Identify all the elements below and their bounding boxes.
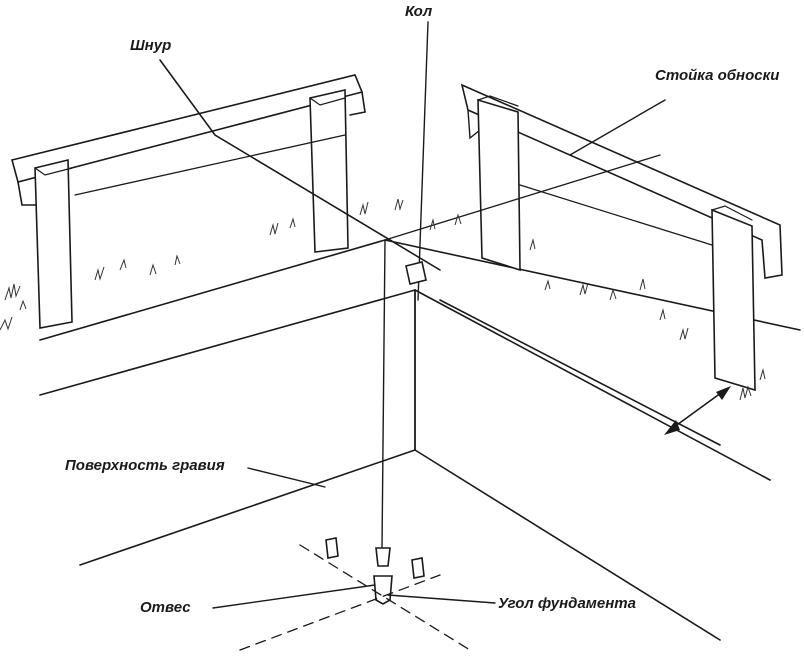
leader-lines [212, 99, 666, 609]
leader-batter-post [569, 99, 666, 156]
label-plumb: Отвес [140, 599, 191, 616]
label-batter-post: Стойка обноски [655, 67, 779, 84]
label-cord: Шнур [130, 37, 171, 54]
left-post-1-top [34, 167, 73, 176]
pit-bottom-left [79, 449, 416, 566]
leader-gravel-surface [247, 467, 326, 488]
cord-label-leader [159, 59, 441, 271]
corner-peg-right [411, 557, 425, 579]
left-crossbar-end [17, 181, 41, 206]
dashed-line-2 [239, 574, 441, 651]
plumb-line [381, 239, 386, 549]
stake-leader-line [417, 21, 429, 301]
right-batter-board [460, 83, 783, 392]
plumb-bob [373, 547, 393, 605]
left-batter-board [11, 74, 366, 329]
grass-tufts [0, 198, 766, 401]
label-foundation-corner: Угол фундамента [498, 595, 636, 612]
pit-bottom-right [414, 449, 721, 641]
pit-inner-right [439, 299, 721, 446]
cord-left-board [74, 134, 346, 196]
excavation-edges [39, 239, 801, 641]
leader-foundation-corner [387, 594, 496, 604]
right-post-1-top [477, 95, 519, 107]
left-post-1 [34, 158, 73, 329]
clearance-arrow [664, 386, 731, 435]
cord-right-board [519, 184, 713, 246]
label-stake: Кол [405, 3, 433, 20]
corner-peg-left [325, 537, 339, 559]
right-post-2-top [711, 205, 753, 221]
ground-edge-left [39, 239, 386, 341]
stake-marker [405, 261, 427, 285]
cord-cross [384, 154, 661, 241]
right-post-2 [711, 208, 756, 392]
leader-plumb [212, 584, 376, 609]
pit-top-right [414, 289, 771, 481]
left-post-2 [309, 89, 349, 253]
left-crossbar-end-right [349, 91, 366, 116]
foundation-corner [239, 537, 471, 651]
label-gravel-surface: Поверхность гравия [65, 457, 225, 474]
left-post-2-top [309, 97, 346, 106]
pit-top-left [39, 289, 416, 396]
right-crossbar-end [467, 109, 481, 140]
right-post-1 [477, 98, 521, 272]
